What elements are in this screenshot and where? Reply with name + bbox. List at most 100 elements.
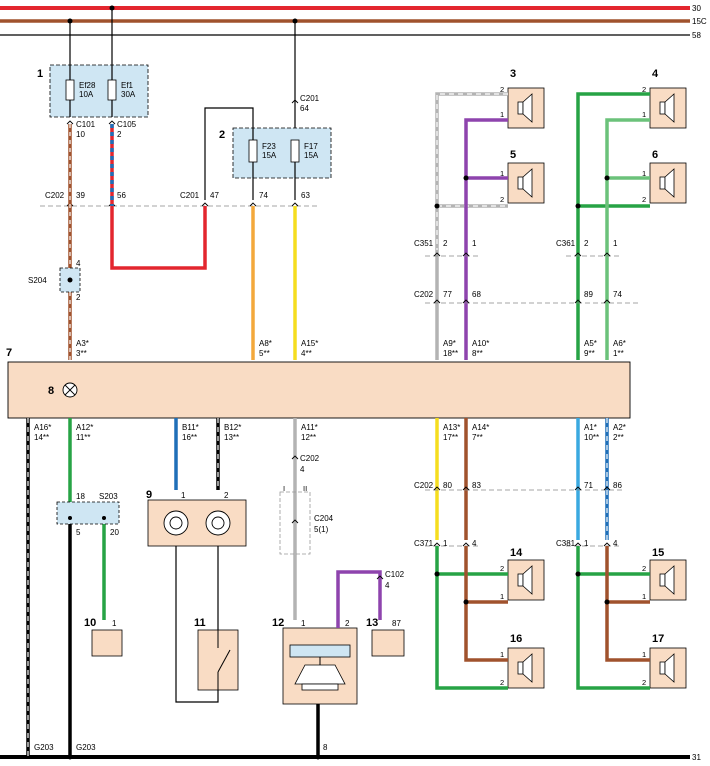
conn-c101: C101 [76, 120, 96, 129]
spk3-pin1: 1 [500, 110, 504, 119]
component-7-label: 7 [6, 347, 12, 359]
conn-c351-p1: 1 [472, 239, 477, 248]
rail-58-label: 58 [692, 31, 701, 40]
spk3-pin2: 2 [500, 85, 504, 94]
conn-c204-pin: 5(1) [314, 525, 329, 534]
pin-74b: 74 [613, 290, 622, 299]
pin-a2b: 2** [613, 433, 624, 442]
splice-s203-p18: 18 [76, 492, 85, 501]
spk16-pin1: 1 [500, 650, 504, 659]
device-9-pin2: 2 [224, 491, 229, 500]
ground-pin-8: 8 [323, 743, 328, 752]
pin-a13b: 17** [443, 433, 458, 442]
pin-a13: A13* [443, 423, 460, 432]
speaker-14 [507, 559, 545, 601]
fuse-f17-name: F17 [304, 142, 318, 151]
rail-15c-label: 15C [692, 17, 707, 26]
conn-c202-top: C202 [45, 191, 65, 200]
component-13-label: 13 [366, 617, 378, 629]
conn-c202-right: C202 [414, 290, 434, 299]
spk14-pin2: 2 [500, 564, 504, 573]
pin-63: 63 [301, 191, 310, 200]
fuse-ef28-icon [65, 79, 75, 101]
device-13-pin: 87 [392, 619, 401, 628]
conn-c101-pin: 10 [76, 130, 85, 139]
pin-a3b: 3** [76, 349, 87, 358]
conn-c351-p2: 2 [443, 239, 448, 248]
speaker-16 [507, 647, 545, 689]
fuse-ef1-icon [107, 79, 117, 101]
ground-g203-left: G203 [34, 743, 54, 752]
pin-a6b: 1** [613, 349, 624, 358]
component-6-label: 6 [652, 149, 658, 161]
component-16-label: 16 [510, 633, 522, 645]
speaker-5 [507, 162, 545, 204]
splice-s204-pin2: 2 [76, 293, 81, 302]
pin-a8b: 5** [259, 349, 270, 358]
component-12-label: 12 [272, 617, 284, 629]
component-8-label: 8 [48, 385, 54, 397]
speaker-4 [649, 87, 687, 129]
pin-a11b: 12** [301, 433, 316, 442]
rail-30-label: 30 [692, 4, 701, 13]
conn-c381-p4: 4 [613, 539, 618, 548]
speaker-6 [649, 162, 687, 204]
conn-c102-pin: 4 [385, 581, 390, 590]
pin-89: 89 [584, 290, 593, 299]
speaker-15 [649, 559, 687, 601]
device-9-pin1: 1 [181, 491, 186, 500]
pin-a10: A10* [472, 339, 489, 348]
component-11-label: 11 [194, 617, 206, 629]
pin-a8: A8* [259, 339, 272, 348]
spk15-pin2: 2 [642, 564, 646, 573]
switch-contact-icon [217, 630, 231, 690]
pin-56: 56 [117, 191, 126, 200]
spk6-pin1: 1 [642, 169, 646, 178]
conn-c201-a-pin: 64 [300, 104, 309, 113]
buzzer-icon [289, 644, 351, 691]
pin-77: 77 [443, 290, 452, 299]
component-3-label: 3 [510, 68, 516, 80]
conn-c202-lower: C202 [300, 454, 320, 463]
pin-a6: A6* [613, 339, 626, 348]
fuse-f23-rating: 15A [262, 151, 277, 160]
pin-a12b: 11** [76, 433, 91, 442]
spk4-pin1: 1 [642, 110, 646, 119]
pin-80: 80 [443, 481, 452, 490]
pin-a5: A5* [584, 339, 597, 348]
conn-c204: C204 [314, 514, 334, 523]
component-5-label: 5 [510, 149, 516, 161]
splice-s203-p20: 20 [110, 528, 119, 537]
pin-a12: A12* [76, 423, 93, 432]
pin-47: 47 [210, 191, 219, 200]
pin-a1b: 10** [584, 433, 599, 442]
fuse-f23-name: F23 [262, 142, 276, 151]
spk17-pin2: 2 [642, 678, 646, 687]
conn-c202-lower-pin: 4 [300, 465, 305, 474]
device-10 [91, 629, 123, 657]
pin-a14: A14* [472, 423, 489, 432]
bulb-right-icon [205, 510, 231, 536]
pin-a10b: 8** [472, 349, 483, 358]
conn-c201-b: C201 [180, 191, 200, 200]
fuse-ef1-name: Ef1 [121, 81, 134, 90]
conn-c351: C351 [414, 239, 434, 248]
audio-module-7 [7, 361, 631, 419]
fuse-f17-rating: 15A [304, 151, 319, 160]
lamp-unit-9 [147, 499, 247, 547]
fuse-f17-icon [290, 139, 300, 163]
pin-a11: A11* [301, 423, 318, 432]
pin-a15b: 4** [301, 349, 312, 358]
device-12-pin1: 1 [301, 619, 306, 628]
spk4-pin2: 2 [642, 85, 646, 94]
rail-31-label: 31 [692, 753, 701, 762]
pin-a9b: 18** [443, 349, 458, 358]
spk17-pin1: 1 [642, 650, 646, 659]
conn-c381: C381 [556, 539, 576, 548]
spk16-pin2: 2 [500, 678, 504, 687]
pin-a2: A2* [613, 423, 626, 432]
pin-b12b: 13** [224, 433, 239, 442]
conn-c102: C102 [385, 570, 405, 579]
pin-39: 39 [76, 191, 85, 200]
